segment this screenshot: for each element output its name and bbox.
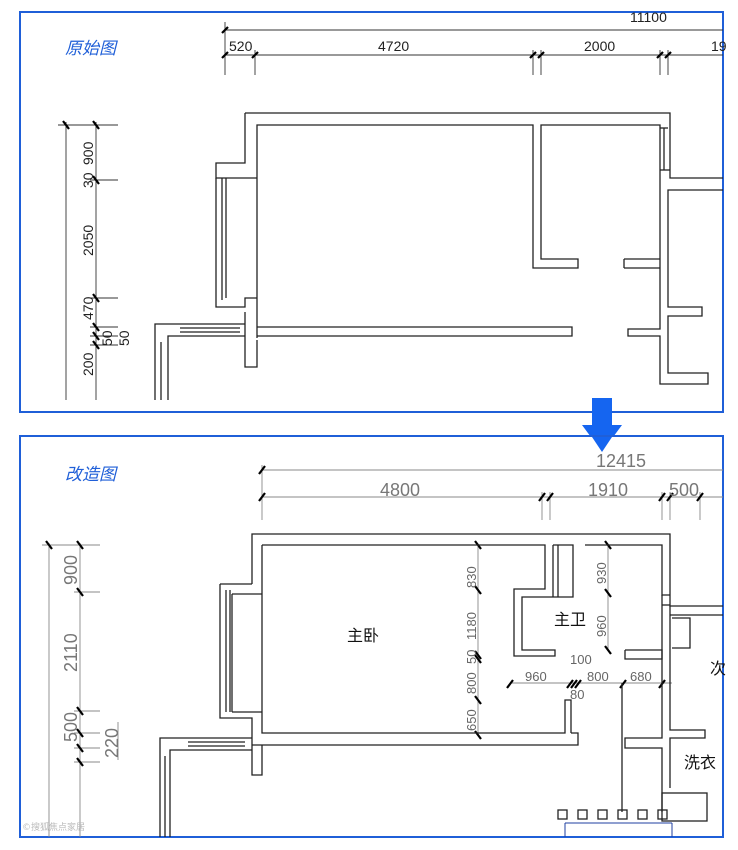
- dim-label: 2000: [584, 38, 615, 54]
- dim-label: 4800: [380, 480, 420, 500]
- dim-label: 680: [630, 669, 652, 684]
- dim-label: 800: [587, 669, 609, 684]
- dim-label: 4720: [378, 38, 409, 54]
- renovated-plan-panel: 改造图 12415 4800 1910 500 900: [19, 435, 726, 838]
- dim-label: 30: [80, 172, 96, 188]
- dim-label: 930: [594, 562, 609, 584]
- dim-label: 650: [464, 709, 479, 731]
- dim-label: 500: [61, 712, 81, 742]
- dim-label: 960: [525, 669, 547, 684]
- dim-total: 12415: [596, 451, 646, 471]
- panel-title: 改造图: [65, 465, 118, 485]
- dim-label: 50: [464, 650, 479, 664]
- room-label-master-bedroom: 主卧: [347, 626, 379, 645]
- panel-title: 原始图: [65, 39, 118, 59]
- dim-label: 900: [80, 141, 96, 165]
- dim-label: 2050: [80, 225, 96, 256]
- dim-label: 50: [116, 330, 132, 346]
- dim-label: 470: [80, 296, 96, 320]
- dim-label: 50: [99, 330, 115, 346]
- dim-label: 220: [102, 728, 122, 758]
- walls: [159, 533, 723, 837]
- walls: [154, 112, 723, 400]
- dim-label: 200: [80, 352, 96, 376]
- dim-label: 830: [464, 566, 479, 588]
- dim-label: 80: [570, 687, 584, 702]
- room-label-second: 次: [710, 659, 726, 678]
- dim-label: 800: [464, 672, 479, 694]
- dim-total: 11100: [630, 9, 667, 25]
- dim-label: 520: [229, 38, 253, 54]
- watermark: ©搜狐焦点家居: [22, 821, 85, 833]
- room-label-laundry: 洗衣: [684, 753, 716, 772]
- dim-label: 500: [669, 480, 699, 500]
- original-plan-panel: 原始图 11100 520 4720 2000 19: [19, 9, 727, 413]
- dim-label: 1910: [588, 480, 628, 500]
- panel-frame: [19, 435, 724, 838]
- dim-label: 100: [570, 652, 592, 667]
- dim-label: 960: [594, 615, 609, 637]
- dim-label: 19: [711, 38, 727, 54]
- dim-label: 2110: [61, 633, 81, 672]
- panel-frame: [19, 11, 724, 413]
- dim-label: 900: [61, 555, 81, 585]
- dim-label: 1180: [464, 612, 479, 640]
- room-label-master-bath: 主卫: [554, 610, 586, 629]
